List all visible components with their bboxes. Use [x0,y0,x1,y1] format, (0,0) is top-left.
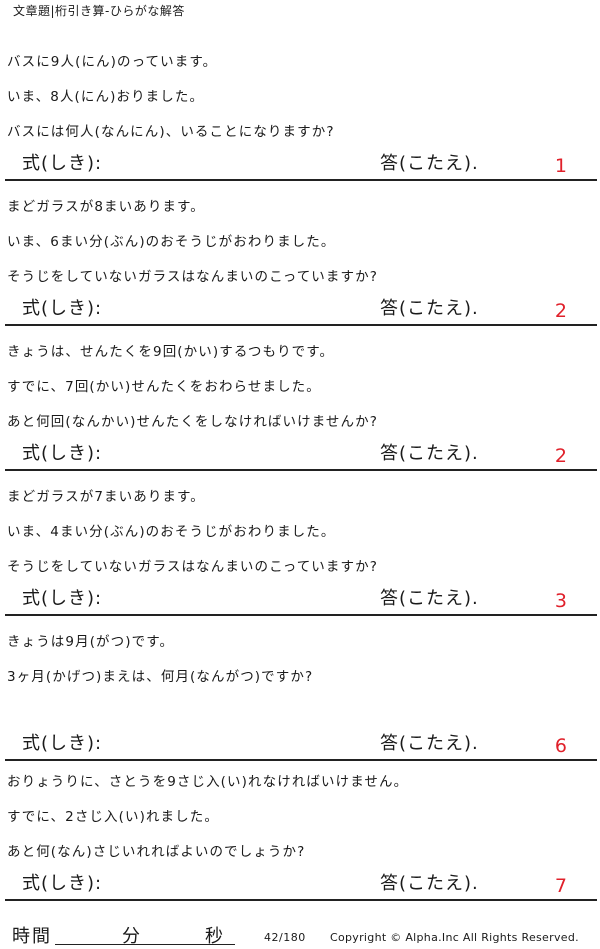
seconds-label: 秒 [205,926,223,947]
formula-label: 式(しき): [22,443,103,464]
time-label: 時間 [12,926,52,947]
problem-number: 2 [554,300,567,322]
problem-number: 7 [554,875,567,897]
problem-line: バスには何人(なんにん)、いることになりますか? [7,124,335,140]
problem-line: きょうは、せんたくを9回(かい)するつもりです。 [7,344,335,360]
problem-line: いま、8人(にん)おりました。 [7,89,205,105]
problem-line: 3ヶ月(かげつ)まえは、何月(なんがつ)ですか? [7,669,314,685]
answer-row: 式(しき): 答(こたえ). 1 [0,147,600,181]
divider [5,614,597,616]
formula-label: 式(しき): [22,588,103,609]
problem-line: すでに、2さじ入(い)れました。 [7,809,219,825]
problem-line: そうじをしていないガラスはなんまいのこっていますか? [7,559,378,575]
divider [5,179,597,181]
formula-label: 式(しき): [22,733,103,754]
answer-label: 答(こたえ). [380,153,479,174]
problem-number: 3 [554,590,567,612]
answer-row: 式(しき): 答(こたえ). 2 [0,292,600,326]
answer-label: 答(こたえ). [380,588,479,609]
problem-line: すでに、7回(かい)せんたくをおわらせました。 [7,379,321,395]
problem-line: まどガラスが8まいあります。 [7,199,205,215]
problem-line: あと何回(なんかい)せんたくをしなければいけませんか? [7,414,378,430]
divider [5,899,597,901]
problem-number: 2 [554,445,567,467]
answer-label: 答(こたえ). [380,733,479,754]
answer-row: 式(しき): 答(こたえ). 2 [0,437,600,471]
answer-label: 答(こたえ). [380,298,479,319]
problem-line: まどガラスが7まいあります。 [7,489,205,505]
footer: 時間 分 秒 42/180 Copyright © Alpha.Inc All … [0,914,600,949]
time-underline [55,944,235,945]
formula-label: 式(しき): [22,298,103,319]
page-number: 42/180 [264,931,306,944]
divider [5,469,597,471]
problem-line: そうじをしていないガラスはなんまいのこっていますか? [7,269,378,285]
answer-row: 式(しき): 答(こたえ). 7 [0,867,600,901]
problem-line: いま、4まい分(ぶん)のおそうじがおわりました。 [7,524,336,540]
formula-label: 式(しき): [22,873,103,894]
page-header: 文章題|桁引き算-ひらがな解答 [13,4,185,18]
problem-line: おりょうりに、さとうを9さじ入(い)れなければいけません。 [7,774,409,790]
divider [5,324,597,326]
answer-label: 答(こたえ). [380,443,479,464]
problem-line: きょうは9月(がつ)です。 [7,634,175,650]
answer-label: 答(こたえ). [380,873,479,894]
problem-number: 6 [554,735,567,757]
copyright: Copyright © Alpha.Inc All Rights Reserve… [330,931,579,944]
minutes-label: 分 [122,926,140,947]
problem-number: 1 [554,155,567,177]
divider [5,759,597,761]
problem-line: バスに9人(にん)のっています。 [7,54,218,70]
problem-line: いま、6まい分(ぶん)のおそうじがおわりました。 [7,234,336,250]
formula-label: 式(しき): [22,153,103,174]
answer-row: 式(しき): 答(こたえ). 3 [0,582,600,616]
answer-row: 式(しき): 答(こたえ). 6 [0,727,600,761]
problem-line: あと何(なん)さじいれればよいのでしょうか? [7,844,306,860]
